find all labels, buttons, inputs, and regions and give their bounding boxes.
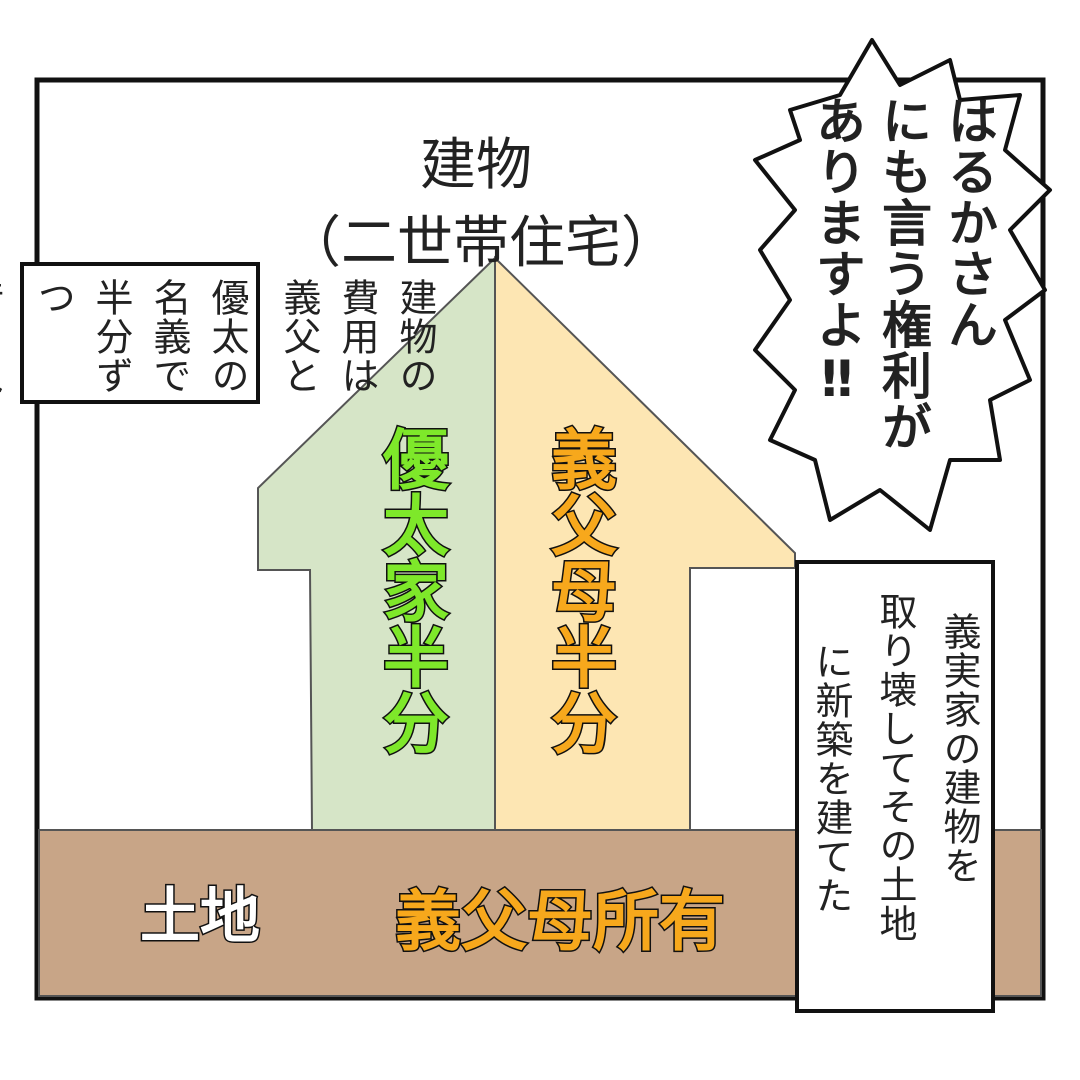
right-note: 義実家の建物を 取り壊してその土地 に新築を建てた xyxy=(795,560,995,1013)
land-owner-label: 義父母所有 xyxy=(394,882,727,962)
speech-bubble-shape xyxy=(753,38,1052,532)
building-title: 建物 xyxy=(420,133,532,198)
speech-bubble: はるかさん にも言う権利が ありますよ‼ xyxy=(790,95,1000,452)
right-note-line: 義実家の建物を xyxy=(937,612,981,885)
left-note: 建物の費用は義父と 優太の名義で半分ずつ 借り入れをしている xyxy=(0,262,437,404)
land-label: 土地 xyxy=(139,881,262,954)
right-note-line: に新築を建てた xyxy=(809,642,853,915)
speech-line: ありますよ‼ xyxy=(808,95,866,409)
speech-line: にも言う権利が xyxy=(874,95,932,452)
building-subtitle: （二世帯住宅） xyxy=(285,211,677,276)
arrow-right-half xyxy=(494,255,796,831)
right-half-label: 義父母半分 xyxy=(539,424,619,757)
left-half-label: 優太家半分 xyxy=(371,424,451,757)
left-note-line: 優太の名義で半分ずつ xyxy=(31,278,249,395)
right-note-line: 取り壊してその土地 xyxy=(873,592,917,943)
left-note-line: 建物の費用は義父と xyxy=(277,278,437,395)
left-note-line: 借り入れをしている xyxy=(0,278,3,395)
speech-line: はるかさん xyxy=(940,95,998,350)
